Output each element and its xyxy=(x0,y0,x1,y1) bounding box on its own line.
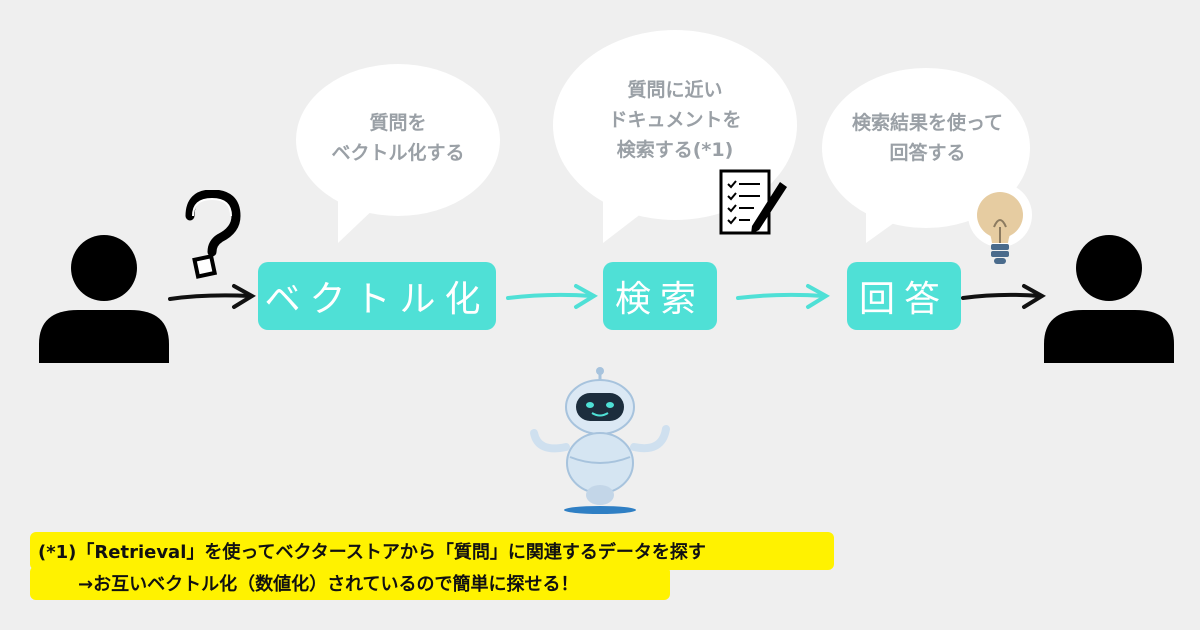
note-line-2-text: →お互いベクトル化（数値化）されているので簡単に探せる！ xyxy=(78,574,579,595)
note-line-1-text: (*1)「Retrieval」を使ってベクターストアから「質問」に関連するデータ… xyxy=(38,542,706,563)
document-pen-icon xyxy=(719,169,787,235)
step-search-label: 検索 xyxy=(614,279,705,320)
user-icon-left xyxy=(39,235,169,363)
step-vectorize: ベクトル化 xyxy=(258,262,496,330)
arrow-answer-to-user xyxy=(961,284,1046,309)
step-answer: 回答 xyxy=(847,262,961,330)
robot-icon xyxy=(530,367,670,514)
arrow-user-to-vectorize xyxy=(168,284,256,309)
bubble-search-text: 質問に近い ドキュメントを 検索する(*1) xyxy=(608,79,742,161)
lightbulb-icon xyxy=(968,183,1032,264)
step-vectorize-label: ベクトル化 xyxy=(264,279,490,320)
user-icon-right xyxy=(1044,235,1174,363)
step-answer-label: 回答 xyxy=(858,279,949,320)
arrow-search-to-answer xyxy=(736,284,830,309)
note-line-2: →お互いベクトル化（数値化）されているので簡単に探せる！ xyxy=(30,566,670,600)
bubble-answer-text: 検索結果を使って 回答する xyxy=(851,112,1004,164)
step-search: 検索 xyxy=(603,262,717,330)
question-mark-icon xyxy=(185,190,241,279)
bubble-vectorize-text: 質問を ベクトル化する xyxy=(331,112,465,164)
note-line-1: (*1)「Retrieval」を使ってベクターストアから「質問」に関連するデータ… xyxy=(30,532,834,570)
arrow-vectorize-to-search xyxy=(506,284,598,309)
